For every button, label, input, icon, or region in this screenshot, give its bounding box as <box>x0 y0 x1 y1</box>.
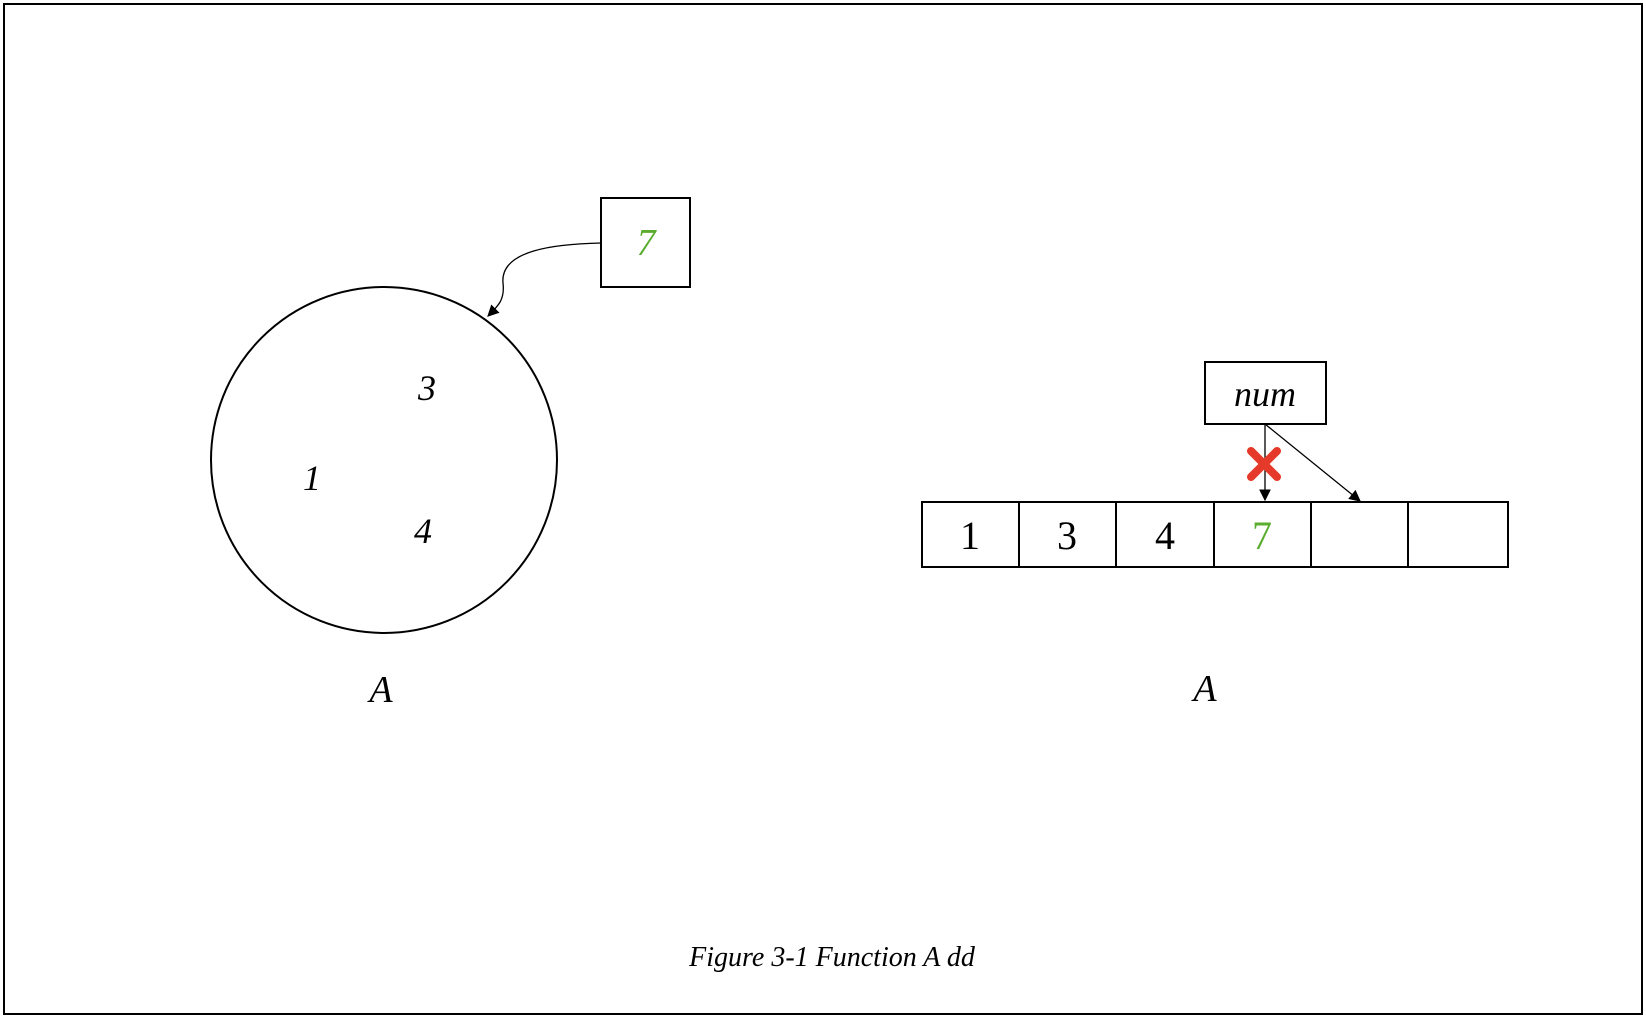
figure-caption: Figure 3-1 Function A dd <box>688 942 976 973</box>
set-element-3: 3 <box>417 368 436 408</box>
new-pointer-arrow <box>1264 423 1361 502</box>
array-cell-2: 3 <box>1057 513 1077 558</box>
cross-icon <box>1247 447 1281 481</box>
set-label: A <box>366 669 393 711</box>
array-cell-4: 7 <box>1252 513 1272 558</box>
insert-arrow <box>487 242 602 317</box>
set-element-4: 4 <box>414 511 432 551</box>
pointer-label: num <box>1234 374 1296 414</box>
set-diagram: 3 1 4 7 A <box>210 197 691 711</box>
incoming-value-box <box>600 197 691 288</box>
array-cell-1: 1 <box>960 513 980 558</box>
pointer-box <box>1204 361 1327 425</box>
incoming-value-7: 7 <box>637 222 658 264</box>
set-circle <box>210 286 558 634</box>
array-label: A <box>1190 668 1217 710</box>
array-cell-3: 4 <box>1155 513 1175 558</box>
outer-border <box>3 3 1643 1015</box>
array-diagram: num 1 3 4 7 A <box>921 361 1509 710</box>
set-element-1: 1 <box>303 458 321 498</box>
